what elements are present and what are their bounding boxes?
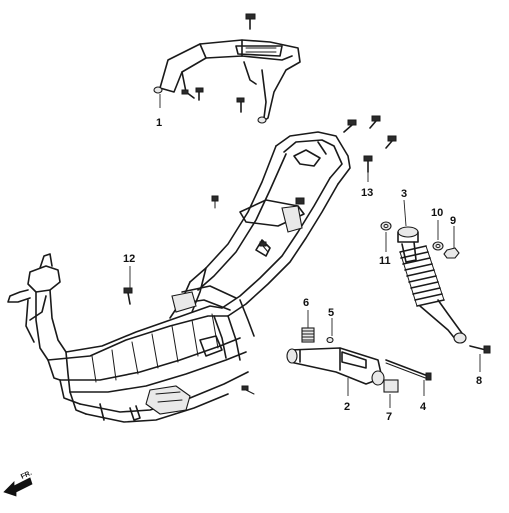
front-direction-marker: FR. [3,470,33,497]
callout-7: 7 [386,411,392,423]
callout-11: 11 [379,255,391,267]
front-direction-label: FR. [20,470,33,481]
callout-10: 10 [431,207,443,219]
rear-shock-absorber-drawing [397,226,467,344]
callout-3: 3 [401,188,407,200]
main-frame-drawing [7,131,351,423]
callout-12: 12 [123,253,135,265]
front-arrow-icon [3,477,33,497]
callout-1: 1 [156,117,162,129]
bolt-8-drawing [469,345,491,354]
bush-11-icon [380,221,392,231]
carrier-bolt-icon [181,87,245,113]
callout-8: 8 [476,375,482,387]
callout-13: 13 [361,187,373,199]
frame-bolt-icon [211,195,305,395]
carrier-top-bolt-icon [245,13,256,30]
callout-5: 5 [328,307,334,319]
shock-hardware-drawing [380,221,460,259]
callout-labels: 1 2 3 4 5 6 7 8 9 10 11 12 13 [123,117,482,423]
bolt-12-drawing [123,287,133,305]
washer-5-icon [326,336,334,344]
callout-6: 6 [303,297,309,309]
nut-9-icon [443,247,460,259]
leader-lines [129,94,481,408]
callout-9: 9 [450,215,456,227]
callout-4: 4 [420,401,427,413]
washer-10-icon [432,241,444,251]
shock-mount-bolts-drawing [343,115,397,173]
callout-2: 2 [344,401,350,413]
collar-7-icon [383,379,399,393]
engine-hanger-drawing [286,327,432,393]
rear-carrier-drawing [153,13,301,124]
